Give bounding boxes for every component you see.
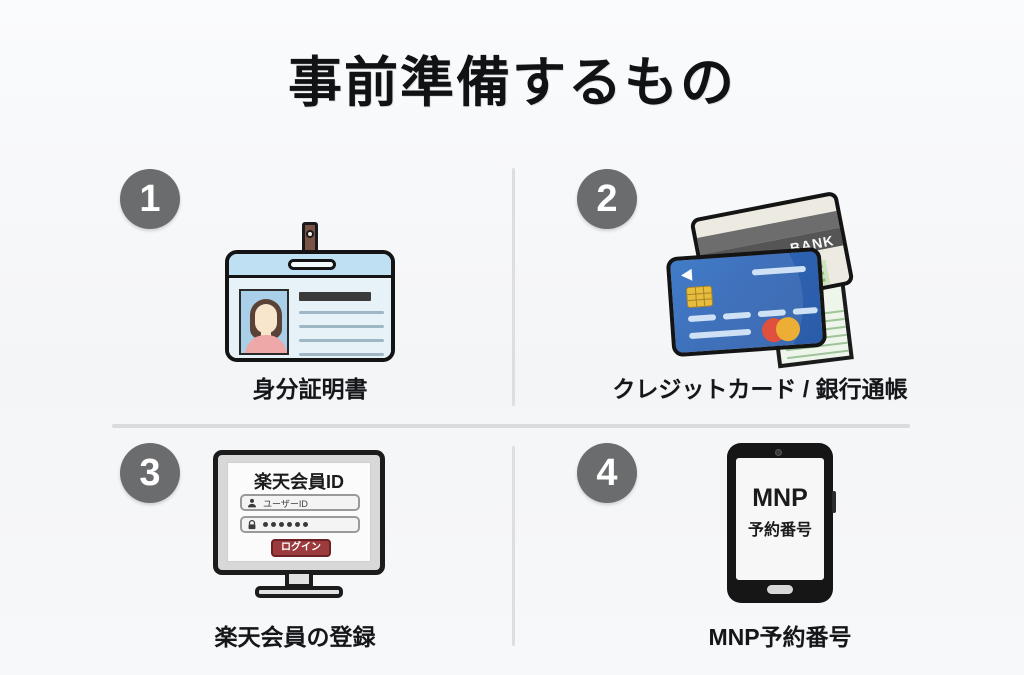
userid-field[interactable]: ユーザーID — [240, 494, 360, 511]
caption-3: 楽天会員の登録 — [214, 624, 376, 650]
phone-side-button — [832, 491, 836, 513]
credit-card-and-bankbook-icon: BANK — [655, 190, 885, 370]
bankbook-line — [787, 349, 849, 360]
caption-2: クレジットカード / 銀行通帳 — [612, 376, 908, 402]
caption-1: 身分証明書 — [252, 376, 368, 402]
smartphone-icon: MNP 予約番号 — [727, 443, 836, 603]
rakuten-id-heading: 楽天会員ID — [254, 472, 344, 492]
portrait-neck — [261, 330, 271, 338]
step-badge-3: 3 — [120, 443, 180, 503]
id-card-photo — [239, 289, 289, 355]
id-card-text-line — [299, 325, 384, 328]
id-card-text-line — [299, 311, 384, 314]
credit-card-number-group — [792, 307, 818, 315]
phone-camera-icon — [775, 449, 782, 456]
mnp-label: MNP — [752, 484, 808, 512]
id-card-name-bar — [299, 292, 371, 301]
id-card-slot-icon — [288, 259, 336, 270]
vertical-divider-top — [512, 168, 515, 406]
page-title: 事前準備するもの — [288, 53, 736, 113]
vertical-divider-bottom — [512, 446, 515, 646]
lock-icon — [248, 520, 256, 530]
monitor-screen: 楽天会員ID ユーザーID — [227, 462, 371, 562]
credit-card-icon — [665, 246, 828, 358]
credit-card-chip-icon — [685, 285, 714, 309]
credit-card-arrow-icon — [680, 268, 693, 282]
desktop-monitor-login-icon: 楽天会員ID ユーザーID — [205, 450, 395, 600]
id-card-clip-hole-icon — [306, 230, 314, 238]
id-card-text-line — [299, 339, 384, 342]
phone-screen: MNP 予約番号 — [736, 458, 824, 580]
portrait-body — [245, 335, 287, 353]
monitor-frame: 楽天会員ID ユーザーID — [213, 450, 385, 575]
login-button[interactable]: ログイン — [271, 539, 331, 557]
mnp-sublabel: 予約番号 — [747, 522, 812, 539]
step-badge-4: 4 — [577, 443, 637, 503]
step-badge-1: 1 — [120, 169, 180, 229]
password-field[interactable] — [240, 516, 360, 533]
phone-home-button — [767, 585, 793, 594]
portrait-face — [255, 304, 277, 333]
horizontal-divider — [112, 424, 910, 428]
step-badge-2: 2 — [577, 169, 637, 229]
caption-4: MNP予約番号 — [708, 624, 852, 650]
password-mask-dots — [263, 522, 308, 527]
monitor-base — [255, 586, 343, 598]
id-card-icon — [225, 222, 395, 362]
person-icon — [248, 498, 256, 508]
credit-card-brand-logo-right — [775, 316, 801, 342]
phone-body: MNP 予約番号 — [727, 443, 836, 603]
id-card-text-line — [299, 353, 384, 356]
id-card-content — [229, 281, 391, 358]
id-card-body — [225, 250, 395, 362]
userid-placeholder: ユーザーID — [263, 499, 308, 509]
